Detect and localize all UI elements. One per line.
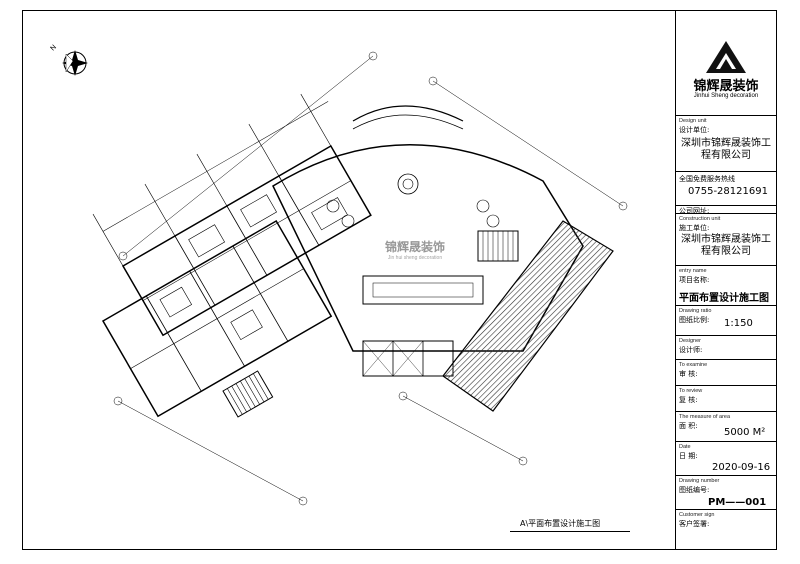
construction-unit-row: Construction unit 施工单位: 深圳市锦辉晟装饰工程有限公司 <box>676 213 776 265</box>
examine-label-en: To examine <box>679 362 708 368</box>
examine-row: To examine 审 核: <box>676 359 776 385</box>
examine-label-cn: 审 核: <box>679 370 698 378</box>
company-logo-icon <box>706 41 746 73</box>
design-unit-value: 深圳市锦辉晟装饰工程有限公司 <box>681 138 771 161</box>
area-value: 5000 M² <box>724 427 766 438</box>
date-row: Date 日 期: 2020-09-16 <box>676 441 776 475</box>
ratio-label-en: Drawing ratio <box>679 308 712 314</box>
ratio-row: Drawing ratio 图纸比例: 1:150 <box>676 305 776 335</box>
designer-label-cn: 设计师: <box>679 346 703 354</box>
watermark-cn: 锦辉晟装饰 <box>384 240 445 254</box>
hotline-number: 0755-28121691 <box>688 186 768 197</box>
date-value: 2020-09-16 <box>712 462 771 473</box>
design-unit-label-en: Design unit <box>679 118 707 124</box>
entry-name-label-cn: 项目名称: <box>679 276 710 284</box>
title-block: 锦辉晟装饰 Jinhui Sheng decoration Design uni… <box>675 11 776 549</box>
drawing-number-row: Drawing number 图纸编号: PM——001 <box>676 475 776 509</box>
stair-lower-left <box>222 370 274 418</box>
construction-unit-label-cn: 施工单位: <box>679 224 710 232</box>
axis-lines <box>113 51 628 506</box>
watermark: 锦辉晟装饰 Jin hui sheng decoration <box>355 238 475 261</box>
date-label-en: Date <box>679 444 691 450</box>
area-label-en: The measure of area <box>679 414 731 420</box>
area-row: The measure of area 面 积: 5000 M² <box>676 411 776 441</box>
customer-label-en: Customer sign <box>679 512 715 518</box>
right-wing-hatched <box>442 220 614 412</box>
entry-name-label-en: entry name <box>679 268 707 274</box>
hotline-label: 全国免费服务热线 <box>679 175 735 183</box>
hotline-row: 全国免费服务热线 0755-28121691 <box>676 171 776 205</box>
designer-label-en: Designer <box>679 338 702 344</box>
number-label-en: Drawing number <box>679 478 720 484</box>
ratio-value: 1:150 <box>724 318 753 329</box>
number-label-cn: 图纸编号: <box>679 486 710 494</box>
entry-name-row: entry name 项目名称: 平面布置设计施工图 <box>676 265 776 305</box>
logo-name: 锦辉晟装饰 <box>693 79 759 94</box>
caption-underline <box>510 531 630 532</box>
customer-sign-row: Customer sign 客户签署: <box>676 509 776 549</box>
drawing-sheet-border <box>22 10 777 550</box>
area-label-cn: 面 积: <box>679 422 698 430</box>
drawing-caption: A\平面布置设计施工图 <box>520 519 601 528</box>
review-label-en: To review <box>679 388 703 394</box>
address-label: 公司网址: <box>679 207 710 215</box>
number-value: PM——001 <box>708 497 767 508</box>
central-lobby <box>272 105 584 377</box>
floor-plan-drawing: N <box>49 44 628 506</box>
logo-en: Jinhui Sheng decoration <box>693 93 759 99</box>
designer-row: Designer 设计师: <box>676 335 776 359</box>
review-row: To review 复 核: <box>676 385 776 411</box>
drawing-title: 平面布置设计施工图 <box>679 293 769 304</box>
design-unit-label-cn: 设计单位: <box>679 126 710 134</box>
watermark-en: Jin hui sheng decoration <box>387 255 443 261</box>
north-arrow-icon <box>62 50 88 76</box>
left-wing <box>92 93 372 337</box>
ratio-label-cn: 图纸比例: <box>679 316 710 324</box>
design-unit-row: Design unit 设计单位: 深圳市锦辉晟装饰工程有限公司 <box>676 115 776 171</box>
lower-left-wing <box>101 219 333 418</box>
date-label-cn: 日 期: <box>679 452 698 460</box>
north-label: N <box>49 44 58 53</box>
construction-unit-label-en: Construction unit <box>679 216 721 222</box>
construction-unit-value: 深圳市锦辉晟装饰工程有限公司 <box>681 234 771 257</box>
review-label-cn: 复 核: <box>679 396 698 404</box>
address-row: 公司网址: <box>676 205 776 215</box>
customer-label-cn: 客户签署: <box>679 520 710 528</box>
